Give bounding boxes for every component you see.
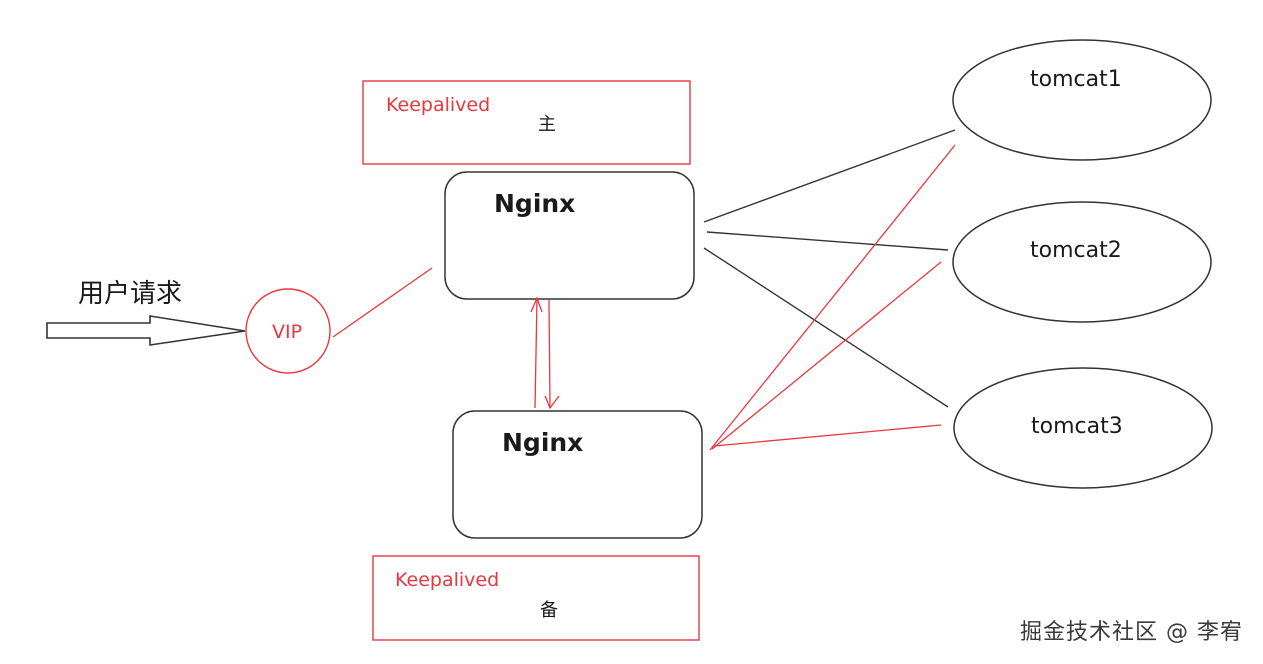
tomcat1-label: tomcat1 bbox=[1030, 67, 1122, 92]
keepalived-backup-title: Keepalived bbox=[395, 569, 499, 591]
nginx-master-box bbox=[444, 171, 695, 300]
tomcat3-node bbox=[953, 367, 1213, 489]
keepalived-master-box bbox=[362, 80, 691, 165]
user-request-label: 用户请求 bbox=[78, 279, 182, 309]
nginx-backup-label: Nginx bbox=[502, 428, 583, 457]
nginx-master-label: Nginx bbox=[494, 189, 575, 218]
heartbeat-arrows bbox=[530, 296, 560, 410]
keepalived-backup-role: 备 bbox=[540, 600, 558, 621]
master-to-tomcat-links bbox=[703, 129, 956, 408]
vip-to-nginx-link bbox=[332, 267, 433, 338]
keepalived-backup-box bbox=[372, 555, 700, 641]
tomcat2-node bbox=[952, 201, 1212, 323]
vip-circle bbox=[245, 288, 331, 374]
keepalived-master-role: 主 bbox=[538, 114, 556, 135]
keepalived-master-title: Keepalived bbox=[386, 94, 490, 116]
backup-to-tomcat-links bbox=[709, 144, 956, 451]
nginx-backup-box bbox=[452, 410, 703, 539]
tomcat1-node bbox=[952, 39, 1212, 161]
tomcat3-label: tomcat3 bbox=[1031, 414, 1123, 439]
vip-label: VIP bbox=[272, 321, 302, 343]
watermark: 掘金技术社区 @ 李宥 bbox=[1020, 620, 1243, 645]
tomcat2-label: tomcat2 bbox=[1030, 238, 1122, 263]
request-arrow bbox=[46, 315, 246, 346]
